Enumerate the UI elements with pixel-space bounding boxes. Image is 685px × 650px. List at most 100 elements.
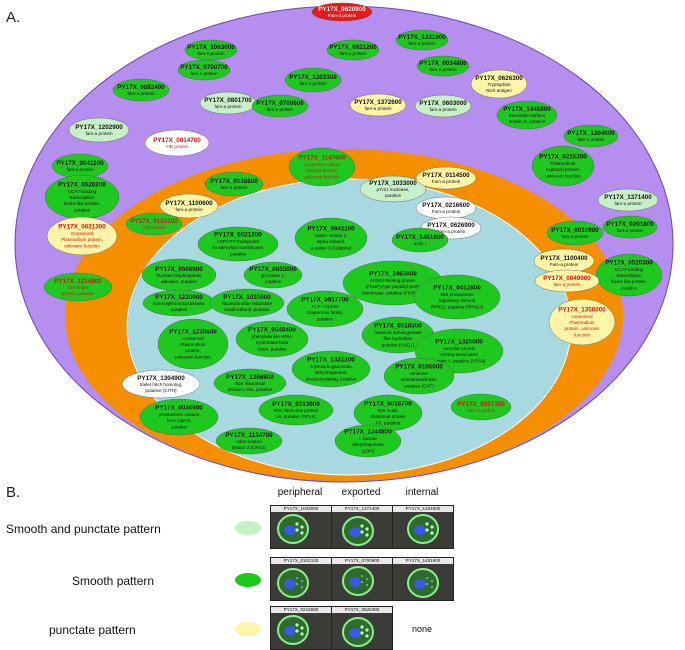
node-description: RPN12, putative (RPN12) (431, 304, 484, 309)
node-description: Fam-a protein (467, 408, 496, 413)
node-ellipse (334, 424, 402, 458)
node-description: (FKBP)-type peptidyl-prolyl (366, 284, 421, 289)
protein-node: PY17X_0520200CCAT-bindingtranscriptionfa… (44, 174, 120, 220)
column-header-peripheral: peripheral (277, 487, 323, 498)
node-description: fam-a protein (66, 167, 94, 172)
node-id: PY17X_1344800 (344, 429, 392, 436)
node-description: protein 4, putative (VPS4) (433, 358, 486, 363)
node-ellipse (139, 398, 219, 436)
node-description: Fam-a protein (550, 262, 579, 267)
node-id: PY17X_1230000 (155, 294, 203, 301)
node-description: fam-a protein (616, 228, 644, 233)
node-id: PY17X_0801700 (204, 97, 252, 104)
node-description: Tryptophan (487, 82, 511, 87)
node-id: PY17X_0106000 (395, 364, 443, 371)
column-header-internal: internal (405, 487, 439, 498)
node-description: fam-a protein (429, 107, 457, 112)
node-description: fam-a protein (429, 67, 457, 72)
node-id: PY17X_1100400 (540, 255, 588, 262)
node-ellipse (288, 147, 356, 187)
node-description: protein, unknown (565, 326, 600, 331)
node-ellipse (531, 145, 595, 187)
node-description: casein kinase 2, (315, 233, 348, 238)
node-id: PY17X_1304900 (137, 375, 185, 382)
micrograph: PY17X_1371400 (331, 505, 393, 549)
node-description: protein, putative (62, 291, 95, 296)
node-description: factor-like protein, (64, 201, 101, 206)
node-id: PY17X_0626300 (475, 75, 523, 82)
node-id: PY17X_1372600 (354, 99, 402, 106)
micrograph: PY17X_1204900 (392, 505, 454, 549)
node-id: PY17X_1033000 (369, 180, 417, 187)
node-id: PY17X_1202900 (75, 124, 123, 131)
node-description: dehydrogenase (352, 442, 384, 447)
node-id: PY17X_0921200 (329, 44, 377, 51)
protein-node: PY17X_1350000conservedPlasmodiumprotein,… (548, 298, 616, 346)
node-id: PY17X_0216200 (539, 154, 587, 161)
node-id: PY17X_0412800 (433, 285, 481, 292)
node-description: L8, putative (RPL8) (276, 414, 316, 419)
node-description: fam-a protein (364, 106, 392, 111)
cell-image (342, 566, 374, 596)
node-ellipse (121, 369, 201, 399)
node-id: PY17X_0945400 (248, 327, 296, 334)
micrograph: PY17X_0626300 (331, 606, 393, 650)
node-description: putative (74, 207, 91, 212)
node-id: PY17X_0700700 (180, 64, 228, 71)
node-description: putative (OAT) (404, 383, 434, 388)
node-description: beta type-6, (167, 418, 191, 423)
node-description: isomerase, putative (FKBP35) (362, 290, 424, 295)
node-id: PY17X_0835000 (249, 266, 297, 273)
node-ellipse (534, 269, 600, 293)
protein-node: PY17X_1238600ConservedPlasmodiumprotein,… (157, 318, 229, 370)
node-ellipse (450, 393, 512, 421)
node-ellipse (284, 67, 342, 93)
node-ellipse (413, 274, 501, 320)
node-description: 60S acidic (377, 408, 399, 413)
column-header-exported: exported (341, 487, 381, 498)
node-ellipse (112, 78, 170, 102)
node-description: fam-a protein (85, 131, 113, 136)
node-description: Conserved (71, 231, 94, 236)
node-ellipse (235, 320, 309, 358)
node-ellipse (548, 298, 616, 346)
node-description: fam-a protein (299, 81, 327, 86)
node-description: fam-a protein (577, 137, 605, 142)
node-id: PY17X_0014700 (153, 137, 201, 144)
node-id: PY17X_0021300 (214, 232, 262, 239)
node-description: unknown function (175, 354, 211, 359)
node-description: chain, putative (257, 346, 287, 351)
cell-image (277, 568, 309, 598)
node-id: PY17X_0520300 (605, 260, 653, 267)
pattern-swatch (235, 521, 261, 535)
node-description: fam-a protein (339, 51, 367, 56)
node-ellipse (68, 117, 130, 143)
node-ellipse (597, 188, 659, 212)
node-id: PY17X_1322200 (307, 357, 355, 364)
node-description: small subunit, putative (224, 307, 270, 312)
node-id: PY17X_1308900 (226, 374, 274, 381)
node-ellipse (602, 215, 658, 239)
node-ellipse (204, 171, 264, 197)
node-description: CCAT-binding (615, 267, 644, 272)
pattern-label: punctate pattern (49, 623, 136, 637)
